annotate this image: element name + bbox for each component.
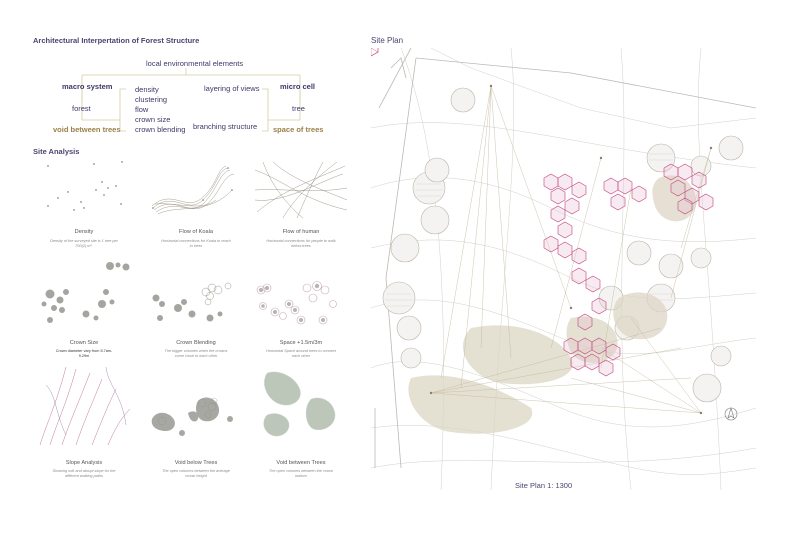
forest-label: forest bbox=[72, 104, 91, 113]
void-areas bbox=[408, 175, 697, 434]
crown-hatching bbox=[385, 153, 673, 307]
list-item: crown size bbox=[135, 115, 171, 124]
void-below-trees-description: The open volumes between the average cro… bbox=[162, 469, 230, 478]
diagram-top-label: local environmental elements bbox=[146, 59, 244, 68]
slope-contour-lines bbox=[39, 366, 131, 446]
void-between-trees-label: void between trees bbox=[53, 125, 121, 134]
crown-blending-description: The bigger volumes when the crowns come … bbox=[164, 349, 228, 358]
crown-size-diagram bbox=[36, 258, 132, 323]
void-between-trees-diagram bbox=[253, 365, 349, 437]
density-title: Density bbox=[74, 229, 94, 235]
slope-analysis-diagram bbox=[36, 365, 132, 446]
crown-size-title: Crown Size bbox=[69, 340, 99, 346]
flow-of-koala-title: Flow of Koala bbox=[179, 229, 213, 235]
layering-of-views-label: layering of views bbox=[204, 84, 260, 93]
branching-structure-label: branching structure bbox=[193, 122, 258, 131]
void-between-trees-title: Void between Trees bbox=[276, 460, 326, 466]
north-arrow-icon bbox=[724, 406, 738, 421]
list-item: crown blending bbox=[135, 125, 186, 134]
crown-circles bbox=[41, 262, 130, 323]
site-analysis-title: Site Analysis bbox=[33, 147, 80, 156]
middle-list: density clustering flow crown size crown… bbox=[135, 85, 185, 135]
list-item: density bbox=[135, 85, 159, 94]
site-plan-title: Site Plan bbox=[371, 36, 404, 45]
space-rings bbox=[256, 281, 337, 325]
flow-of-koala-diagram bbox=[148, 160, 244, 218]
flow-of-koala-description: Horizontal connections for Koala to reac… bbox=[161, 239, 231, 248]
koala-flow-lines bbox=[151, 165, 235, 215]
crown-size-description: Crown diameter vary from 5.7am-9.29m bbox=[55, 349, 113, 358]
tree-label: tree bbox=[292, 104, 305, 113]
flow-nodes bbox=[429, 84, 713, 415]
contour-lines bbox=[371, 48, 756, 490]
space-of-trees-label: space of trees bbox=[273, 125, 324, 134]
macro-system-label: macro system bbox=[62, 82, 113, 91]
site-plan-scale-caption: Site Plan 1: 1300 bbox=[515, 481, 573, 490]
flow-of-human-description: Horizontal connections for people to wal… bbox=[266, 239, 336, 248]
space-description: Horizontal Space around trees to connect… bbox=[266, 349, 336, 358]
list-item: flow bbox=[135, 105, 149, 114]
site-plan-drawing bbox=[371, 48, 756, 490]
crown-blending-title: Crown Blending bbox=[176, 340, 216, 346]
hex-cells bbox=[543, 163, 714, 377]
slope-analysis-description: Showing soft and abrupt slope for the di… bbox=[52, 469, 116, 478]
space-diagram bbox=[253, 258, 349, 325]
void-below-shapes bbox=[151, 397, 233, 436]
void-between-trees-description: The open volumes between the crown botto… bbox=[268, 469, 334, 478]
human-flow-lines bbox=[254, 161, 348, 219]
void-below-trees-title: Void below Trees bbox=[174, 460, 218, 466]
void-below-trees-diagram bbox=[148, 365, 244, 436]
crown-blending-diagram bbox=[148, 258, 244, 322]
flow-of-human-title: Flow of human bbox=[282, 229, 320, 235]
site-boundary bbox=[374, 48, 756, 469]
flow-of-human-diagram bbox=[253, 160, 349, 219]
slope-analysis-title: Slope Analysis bbox=[65, 460, 103, 466]
density-dots bbox=[47, 161, 123, 211]
list-item: clustering bbox=[135, 95, 168, 104]
flow-lines bbox=[430, 85, 712, 414]
page-title: Architectural Interpertation of Forest S… bbox=[33, 36, 200, 45]
void-between-shapes bbox=[263, 371, 336, 437]
interpretation-diagram-lines bbox=[81, 68, 301, 132]
crown-blending-shapes bbox=[152, 282, 232, 322]
micro-cell-label: micro cell bbox=[280, 82, 316, 91]
density-diagram bbox=[36, 160, 132, 218]
hex-cluster bbox=[371, 48, 379, 57]
density-description: Density of the surveyed site is 1 tree p… bbox=[50, 239, 118, 248]
space-title: Space +1.5m/3m bbox=[279, 340, 323, 346]
